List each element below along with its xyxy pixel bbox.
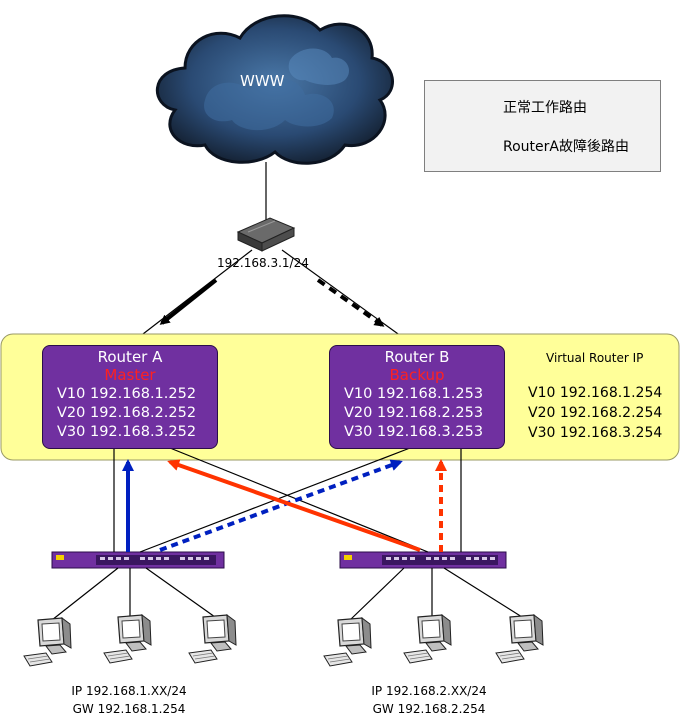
router-b-name: Router B [384,348,450,366]
pc-icon [403,613,452,664]
router-b-vlan-30: V30 192.168.3.253 [344,424,484,440]
network-1-gw: GW 192.168.1.254 [72,702,186,716]
switch-right-icon [339,551,507,569]
pc-icon [103,613,152,664]
legend: 正常工作路由 RouterA故障後路由 [424,80,661,172]
router-a: Router A Master V10 192.168.1.252 V20 19… [42,345,218,449]
red-normal-arrow [167,459,421,552]
gateway-router-icon [236,217,296,252]
pc-icon [495,613,544,664]
legend-failover-label: RouterA故障後路由 [503,139,629,155]
gw-to-router-b-line [281,249,413,345]
router-a-vlan-20: V20 192.168.2.252 [57,405,197,421]
pc-icon [23,616,72,667]
gw-to-router-a-line [129,249,253,345]
router-a-role: Master [104,366,156,384]
virtual-router-title: Virtual Router IP [546,351,644,365]
router-b: Router B Backup V10 192.168.1.253 V20 19… [329,345,505,449]
router-b-role: Backup [389,366,445,384]
network-2-ip: IP 192.168.2.XX/24 [371,684,487,698]
switch-left-icon [51,551,225,569]
network-2-gw: GW 192.168.2.254 [372,702,486,716]
router-a-vlan-30: V30 192.168.3.252 [57,424,197,440]
router-b-vlan-20: V20 192.168.2.253 [344,405,484,421]
router-a-name: Router A [97,348,163,366]
gateway-ip-label: 192.168.3.1/24 [217,256,309,270]
pc-links [51,567,523,621]
pc-icon [188,613,237,664]
blue-failover-arrow [159,459,403,552]
virtual-vlan-10: V10 192.168.1.254 [528,385,663,401]
pc-icon [323,616,372,667]
cloud-icon [156,14,394,165]
router-b-vlan-10: V10 192.168.1.253 [344,386,484,402]
legend-normal-label: 正常工作路由 [503,100,587,116]
router-a-vlan-10: V10 192.168.1.252 [57,386,197,402]
virtual-vlan-20: V20 192.168.2.254 [528,405,663,421]
network-1-ip: IP 192.168.1.XX/24 [71,684,187,698]
virtual-vlan-30: V30 192.168.3.254 [528,425,663,441]
cloud-label: WWW [240,72,285,90]
normal-route-arrow [159,278,218,325]
failover-route-arrow [316,278,385,327]
